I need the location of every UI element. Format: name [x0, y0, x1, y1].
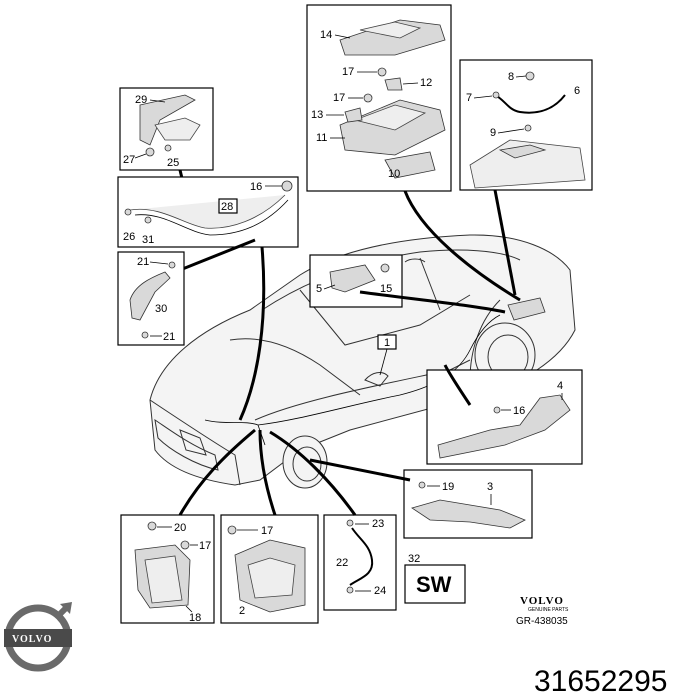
arrow-18-to-car: [178, 428, 256, 516]
label-22: 22: [336, 557, 348, 569]
volvo-wordmark-sub: GENUINE PARTS: [528, 607, 569, 613]
arrow-28-to-car: [238, 246, 266, 421]
label-13: 13: [311, 109, 323, 121]
label-21b: 21: [163, 331, 175, 343]
label-18: 18: [189, 612, 201, 624]
sw-box-number: 32: [408, 553, 420, 565]
label-1: 1: [384, 337, 390, 349]
label-8: 8: [508, 71, 514, 83]
volvo-logo: VOLVO: [4, 602, 72, 672]
label-11: 11: [316, 132, 327, 144]
label-30: 30: [155, 303, 167, 315]
arrow-22-to-car: [269, 430, 357, 516]
label-27: 27: [123, 154, 135, 166]
label-10: 10: [388, 168, 400, 180]
label-6: 6: [574, 85, 580, 97]
label-25: 25: [167, 157, 179, 169]
arrow-5-to-car: [359, 290, 506, 314]
arrow-2-to-car: [258, 429, 277, 516]
label-17a: 17: [342, 66, 354, 78]
part-number: 31652295: [534, 665, 667, 698]
label-4: 4: [557, 380, 563, 392]
label-3: 3: [487, 481, 493, 493]
detail-box-3: [403, 469, 533, 539]
document-ref: GR-438035: [516, 616, 568, 627]
volvo-logo-text: VOLVO: [12, 634, 52, 645]
label-9: 9: [490, 127, 496, 139]
label-2: 2: [239, 605, 245, 617]
label-14: 14: [320, 29, 332, 41]
detail-box-22: [323, 514, 397, 611]
label-15: 15: [380, 283, 392, 295]
label-7: 7: [466, 92, 472, 104]
label-17d: 17: [261, 525, 273, 537]
arrow-3-to-car: [309, 458, 411, 482]
arrow-fusebox-to-car: [403, 190, 521, 302]
label-16b: 16: [513, 405, 525, 417]
sw-box: [404, 564, 466, 604]
label-31: 31: [142, 234, 154, 246]
arrow-4-to-car: [443, 364, 472, 406]
label-17c: 17: [199, 540, 211, 552]
arrow-battery-to-car: [493, 189, 517, 296]
label-12: 12: [420, 77, 432, 89]
sw-box-text: SW: [416, 572, 452, 597]
label-16a: 16: [250, 181, 262, 193]
label-17b: 17: [333, 92, 345, 104]
label-24: 24: [374, 585, 386, 597]
label-29: 29: [135, 94, 147, 106]
callout-box-28: [218, 198, 238, 214]
label-28: 28: [221, 201, 233, 213]
arrow-30-to-28: [179, 238, 256, 272]
label-21a: 21: [137, 256, 149, 268]
label-26: 26: [123, 231, 135, 243]
label-23: 23: [372, 518, 384, 530]
label-5: 5: [316, 283, 322, 295]
label-19: 19: [442, 481, 454, 493]
label-20: 20: [174, 522, 186, 534]
volvo-wordmark: VOLVO: [520, 595, 564, 607]
